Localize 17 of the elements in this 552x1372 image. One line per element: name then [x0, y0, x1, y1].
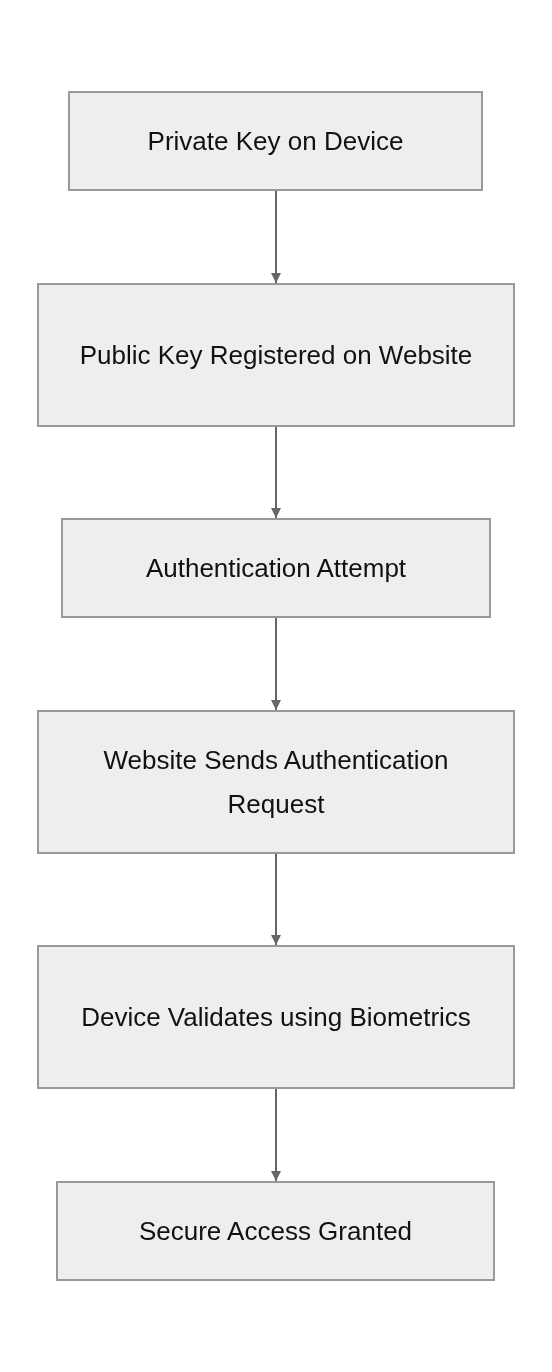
- arrow: [271, 617, 281, 711]
- box-label: Website Sends Authentication Request: [102, 744, 450, 821]
- process-box: [37, 945, 515, 1089]
- arrow: [271, 1088, 281, 1182]
- process-box: [37, 710, 515, 854]
- arrow: [271, 190, 281, 284]
- process-box: [68, 91, 483, 191]
- box-label: Authentication Attempt: [145, 552, 407, 585]
- process-box: [56, 1181, 495, 1281]
- box-label: Device Validates using Biometrics: [81, 1001, 471, 1034]
- process-box: [37, 283, 515, 427]
- process-box: [61, 518, 491, 618]
- box-label: Public Key Registered on Website: [79, 339, 473, 372]
- box-label: Secure Access Granted: [138, 1215, 413, 1248]
- box-label: Private Key on Device: [147, 125, 404, 158]
- arrow: [271, 853, 281, 946]
- arrow: [271, 426, 281, 519]
